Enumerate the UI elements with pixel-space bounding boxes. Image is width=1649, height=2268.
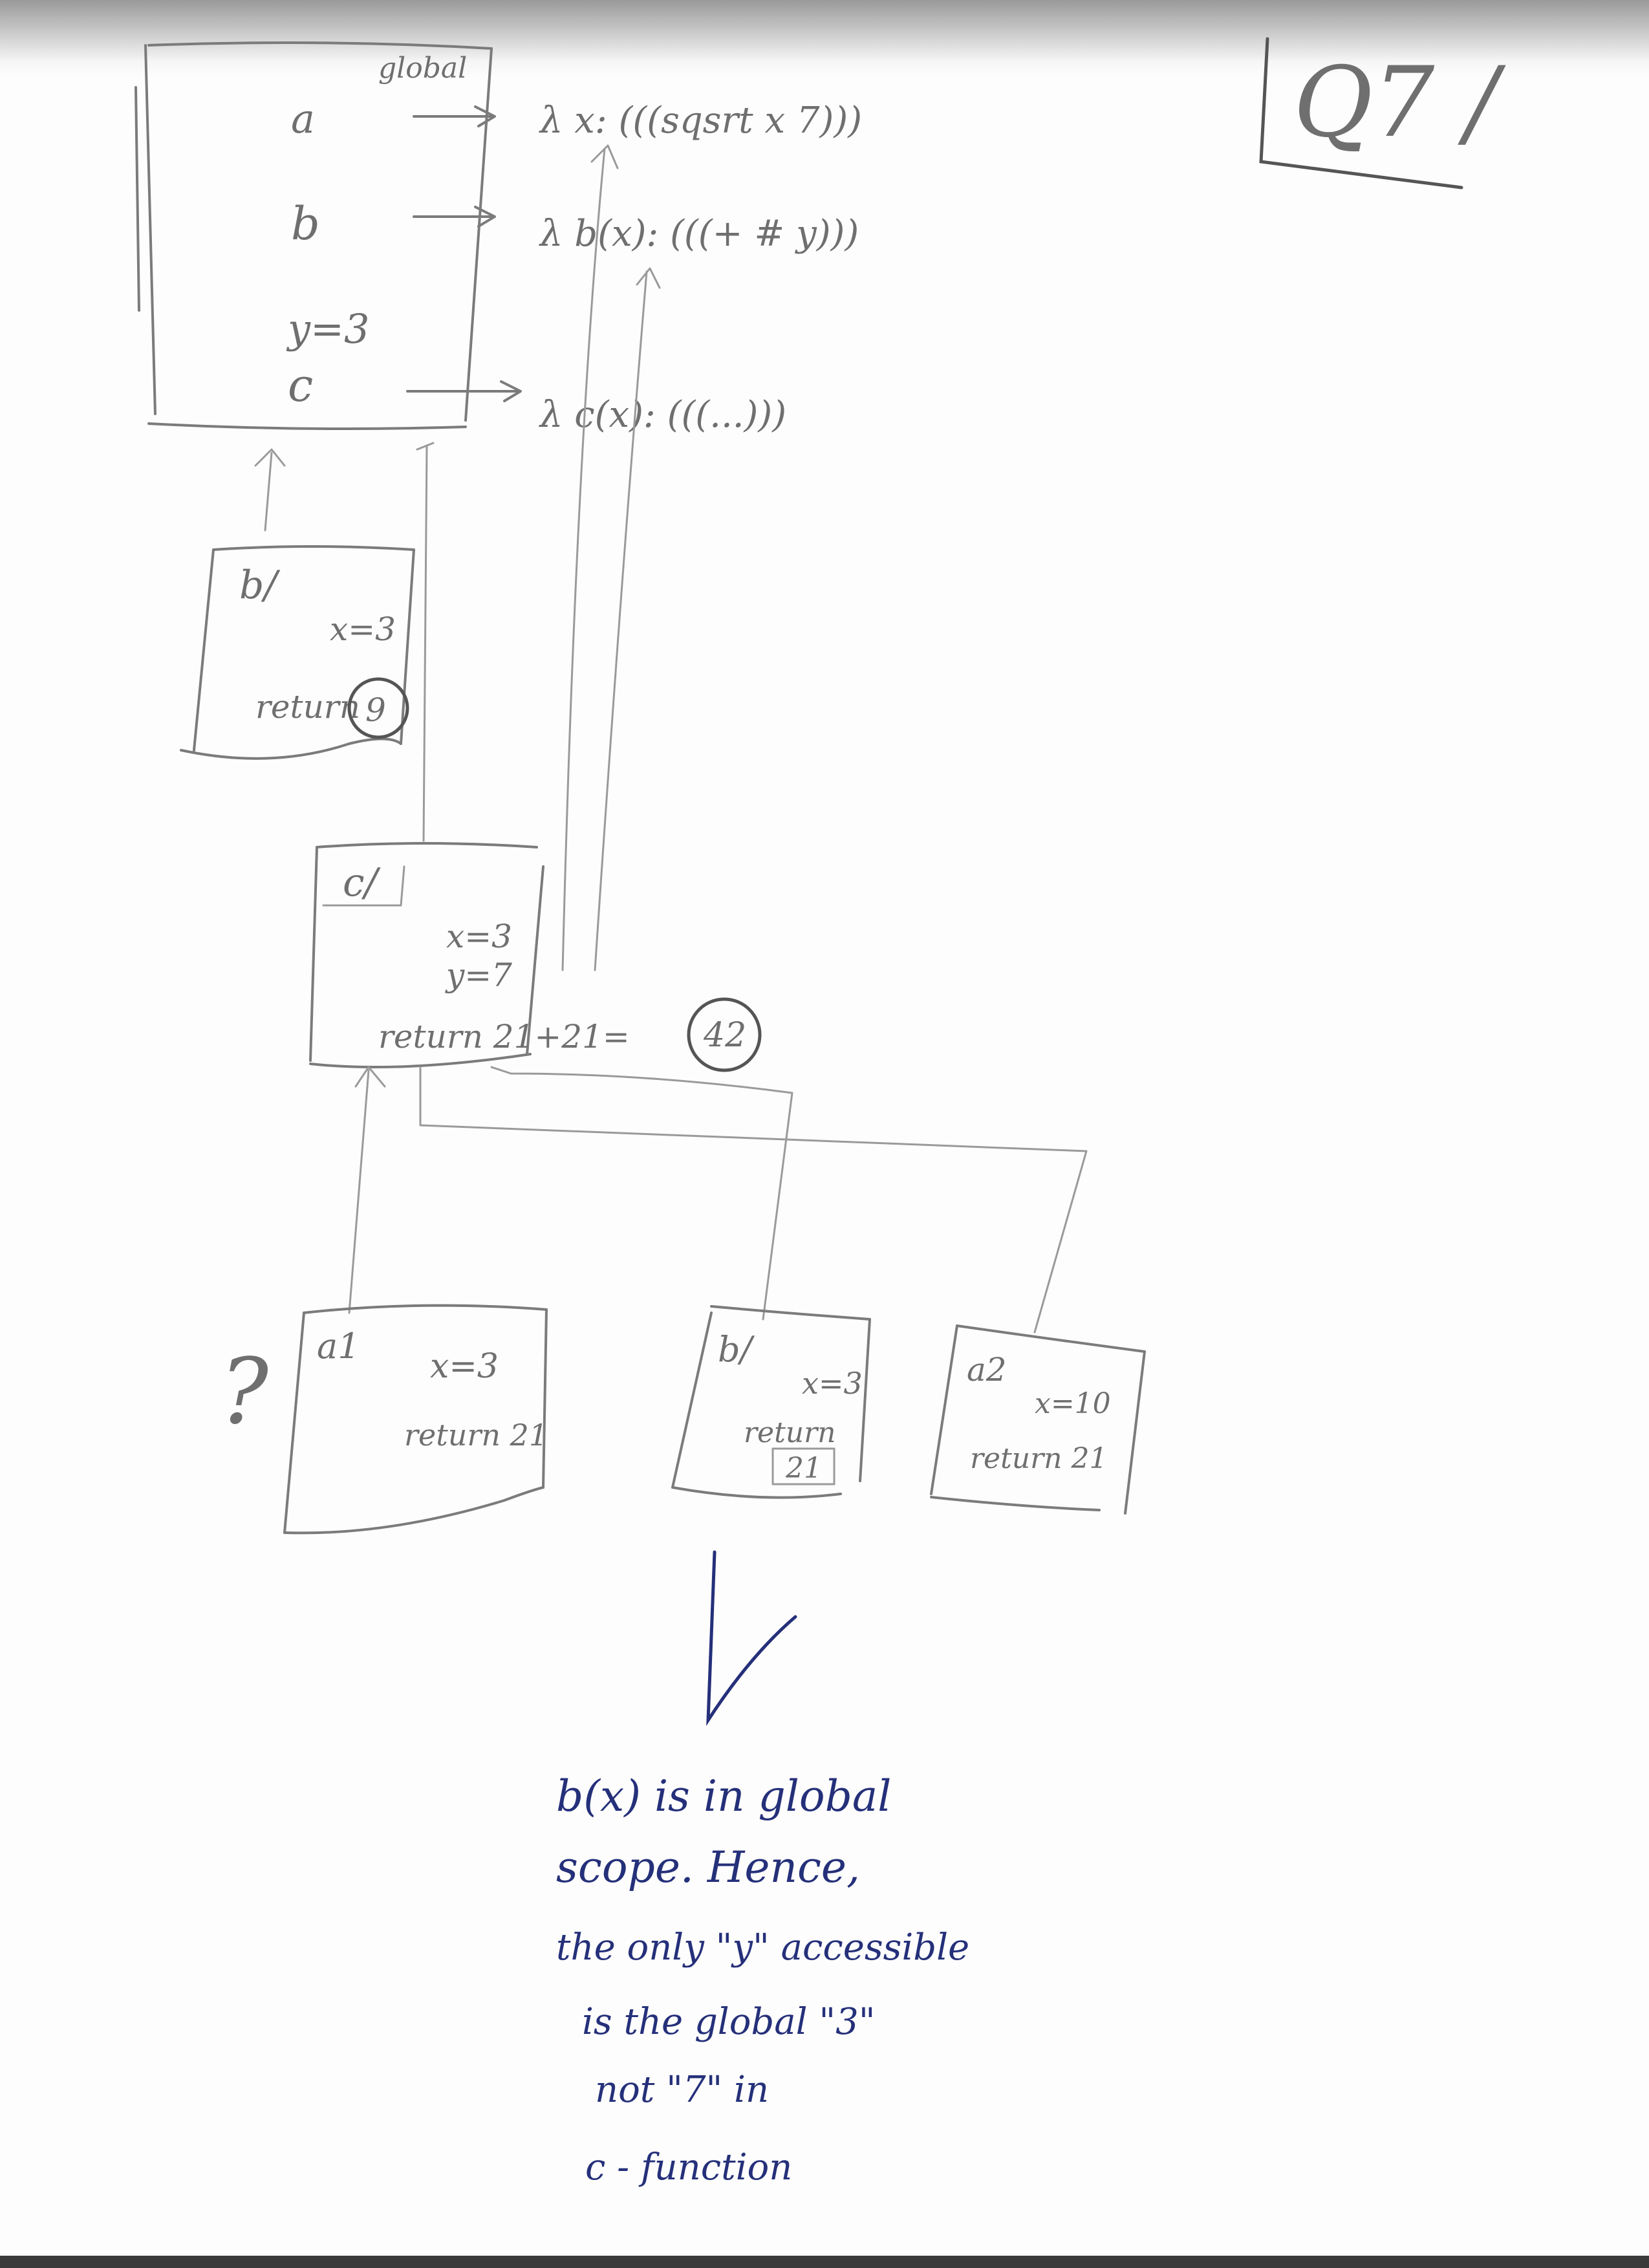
var-b: b [291, 197, 320, 250]
parent-line-c [416, 442, 435, 842]
frame-c-x: x=3 [446, 918, 512, 955]
note-line-6: c - function [585, 2146, 792, 2188]
scan-top-shadow [0, 0, 1649, 78]
frame-a1-return: return 21 [404, 1418, 548, 1453]
function-objects: λ x: (((sqsrt x 7))) λ b(x): (((+ # y)))… [539, 100, 862, 436]
var-c: c [288, 359, 313, 412]
frame-a1-label: a1 [317, 1326, 360, 1366]
frame-a2: a2 x=10 return 21 [930, 1324, 1146, 1515]
link-c-b2 [490, 1066, 793, 1321]
function-2-text: λ b(x): (((+ # y))) [539, 213, 859, 255]
frame-b1-binding: x=3 [330, 610, 396, 648]
frame-a2-label: a2 [967, 1351, 1007, 1388]
frame-b1-label: b/ [239, 563, 281, 608]
explanation-note: b(x) is in global scope. Hence, the only… [556, 1771, 969, 2188]
link-c-a1 [348, 1066, 386, 1314]
frame-a1-binding: x=3 [430, 1347, 499, 1386]
function-3-text: λ c(x): (((...))) [539, 394, 786, 436]
frame-b2-boxed-result [771, 1447, 835, 1485]
down-arrow-icon [706, 1550, 797, 1726]
frame-c-result: 42 [703, 1016, 746, 1055]
var-a: a [291, 95, 315, 142]
global-frame-label: global [378, 52, 467, 85]
frame-b1: b/ x=3 return 9 [180, 545, 415, 760]
frame-c-label: c/ [343, 860, 382, 905]
note-line-5: not "7" in [595, 2069, 769, 2111]
scan-bottom-edge [0, 2256, 1649, 2268]
frame-b2-boxed: 21 [785, 1452, 822, 1485]
note-line-1: b(x) is in global [556, 1771, 891, 1821]
note-line-4: is the global "3" [582, 2001, 876, 2043]
pointer-a-arrow [413, 105, 496, 127]
frame-a1: a1 x=3 return 21 [283, 1304, 548, 1535]
frame-b2: b/ x=3 return 21 [671, 1305, 871, 1499]
parent-line-c-function [594, 267, 661, 971]
frame-b2-label: b/ [718, 1329, 755, 1370]
frame-b1-return: return [255, 688, 360, 726]
note-line-2: scope. Hence, [556, 1842, 860, 1892]
question-label: Q7 / [1259, 37, 1506, 189]
global-frame: global a b y=3 c [135, 41, 522, 431]
frame-a2-return: return 21 [970, 1442, 1107, 1475]
pointer-c-arrow [406, 380, 522, 402]
frame-c: c/ x=3 y=7 return 21+21= 42 [309, 842, 762, 1072]
note-line-3: the only "y" accessible [556, 1927, 969, 1969]
frame-b2-return: return [744, 1416, 835, 1449]
question-label-text: Q7 / [1293, 47, 1506, 159]
frame-c-y: y=7 [445, 956, 512, 994]
question-mark: ? [220, 1339, 269, 1445]
function-1-text: λ x: (((sqsrt x 7))) [539, 100, 862, 142]
frame-c-return: return 21+21= [378, 1018, 630, 1055]
frame-b1-result: 9 [365, 691, 386, 729]
pointer-b-arrow [413, 206, 496, 228]
var-y: y=3 [286, 305, 369, 352]
parent-line-b-function [561, 144, 619, 971]
frame-b1-result-circle [347, 677, 409, 739]
frame-b2-binding: x=3 [802, 1366, 863, 1401]
link-c-a2 [419, 1066, 1088, 1334]
frame-a2-binding: x=10 [1035, 1387, 1111, 1420]
parent-arrow-b1 [254, 448, 286, 532]
frame-c-result-circle [687, 997, 762, 1072]
